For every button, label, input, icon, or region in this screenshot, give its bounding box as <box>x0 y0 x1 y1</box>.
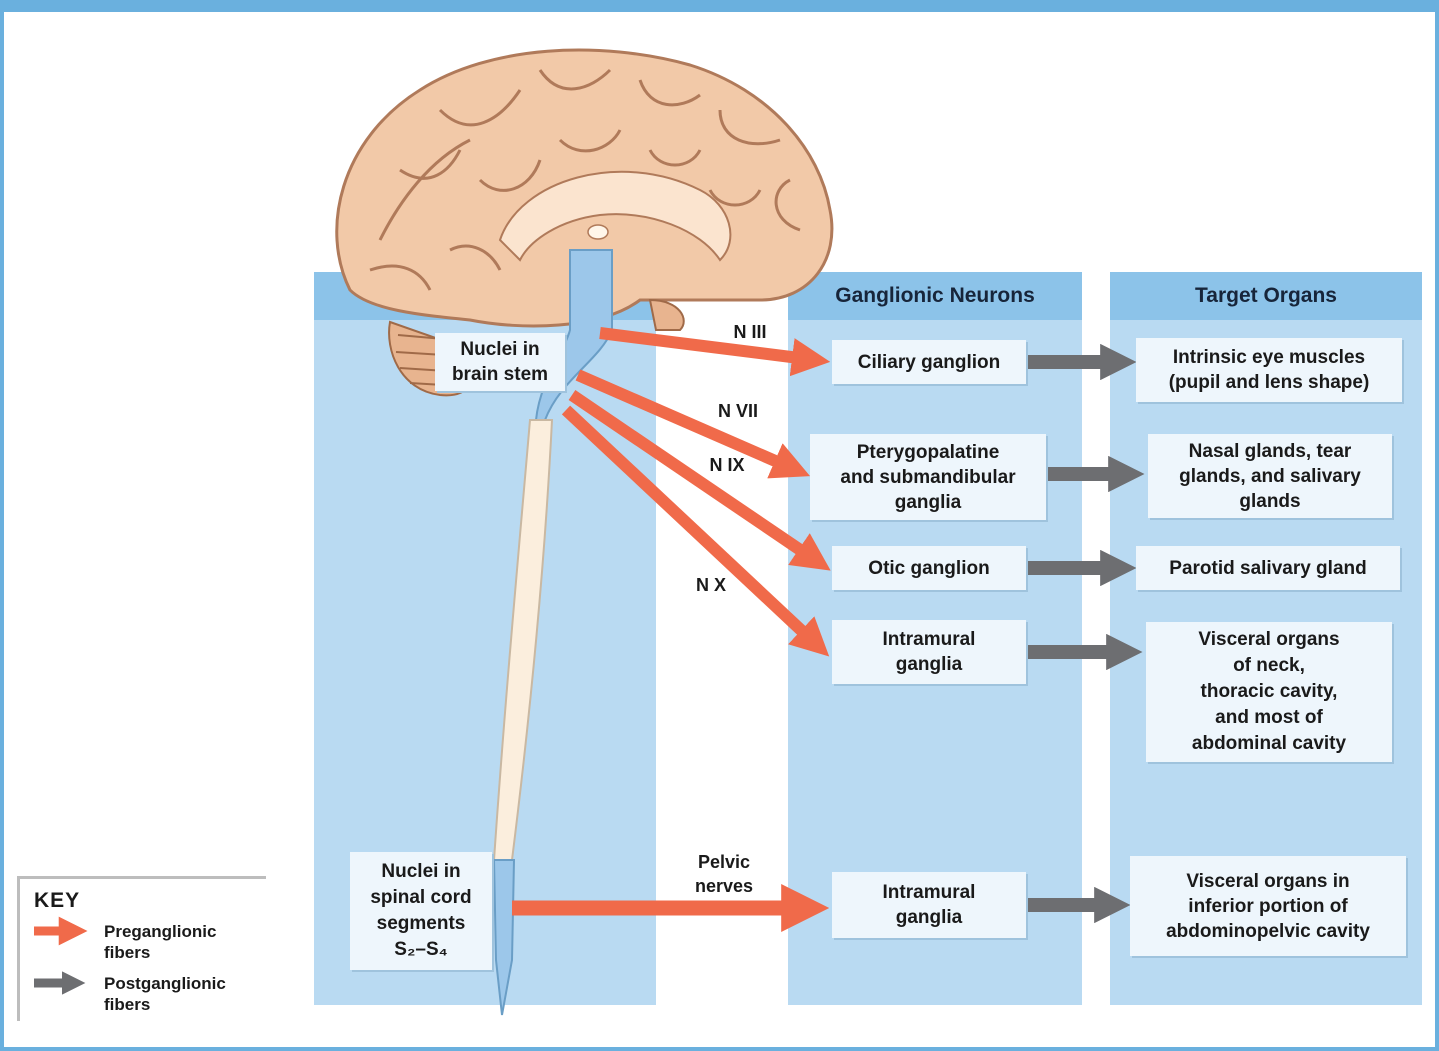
diagram-frame <box>0 0 1439 1051</box>
diagram-stage: Preganglionic Neurons Ganglionic Neurons… <box>0 0 1439 1051</box>
